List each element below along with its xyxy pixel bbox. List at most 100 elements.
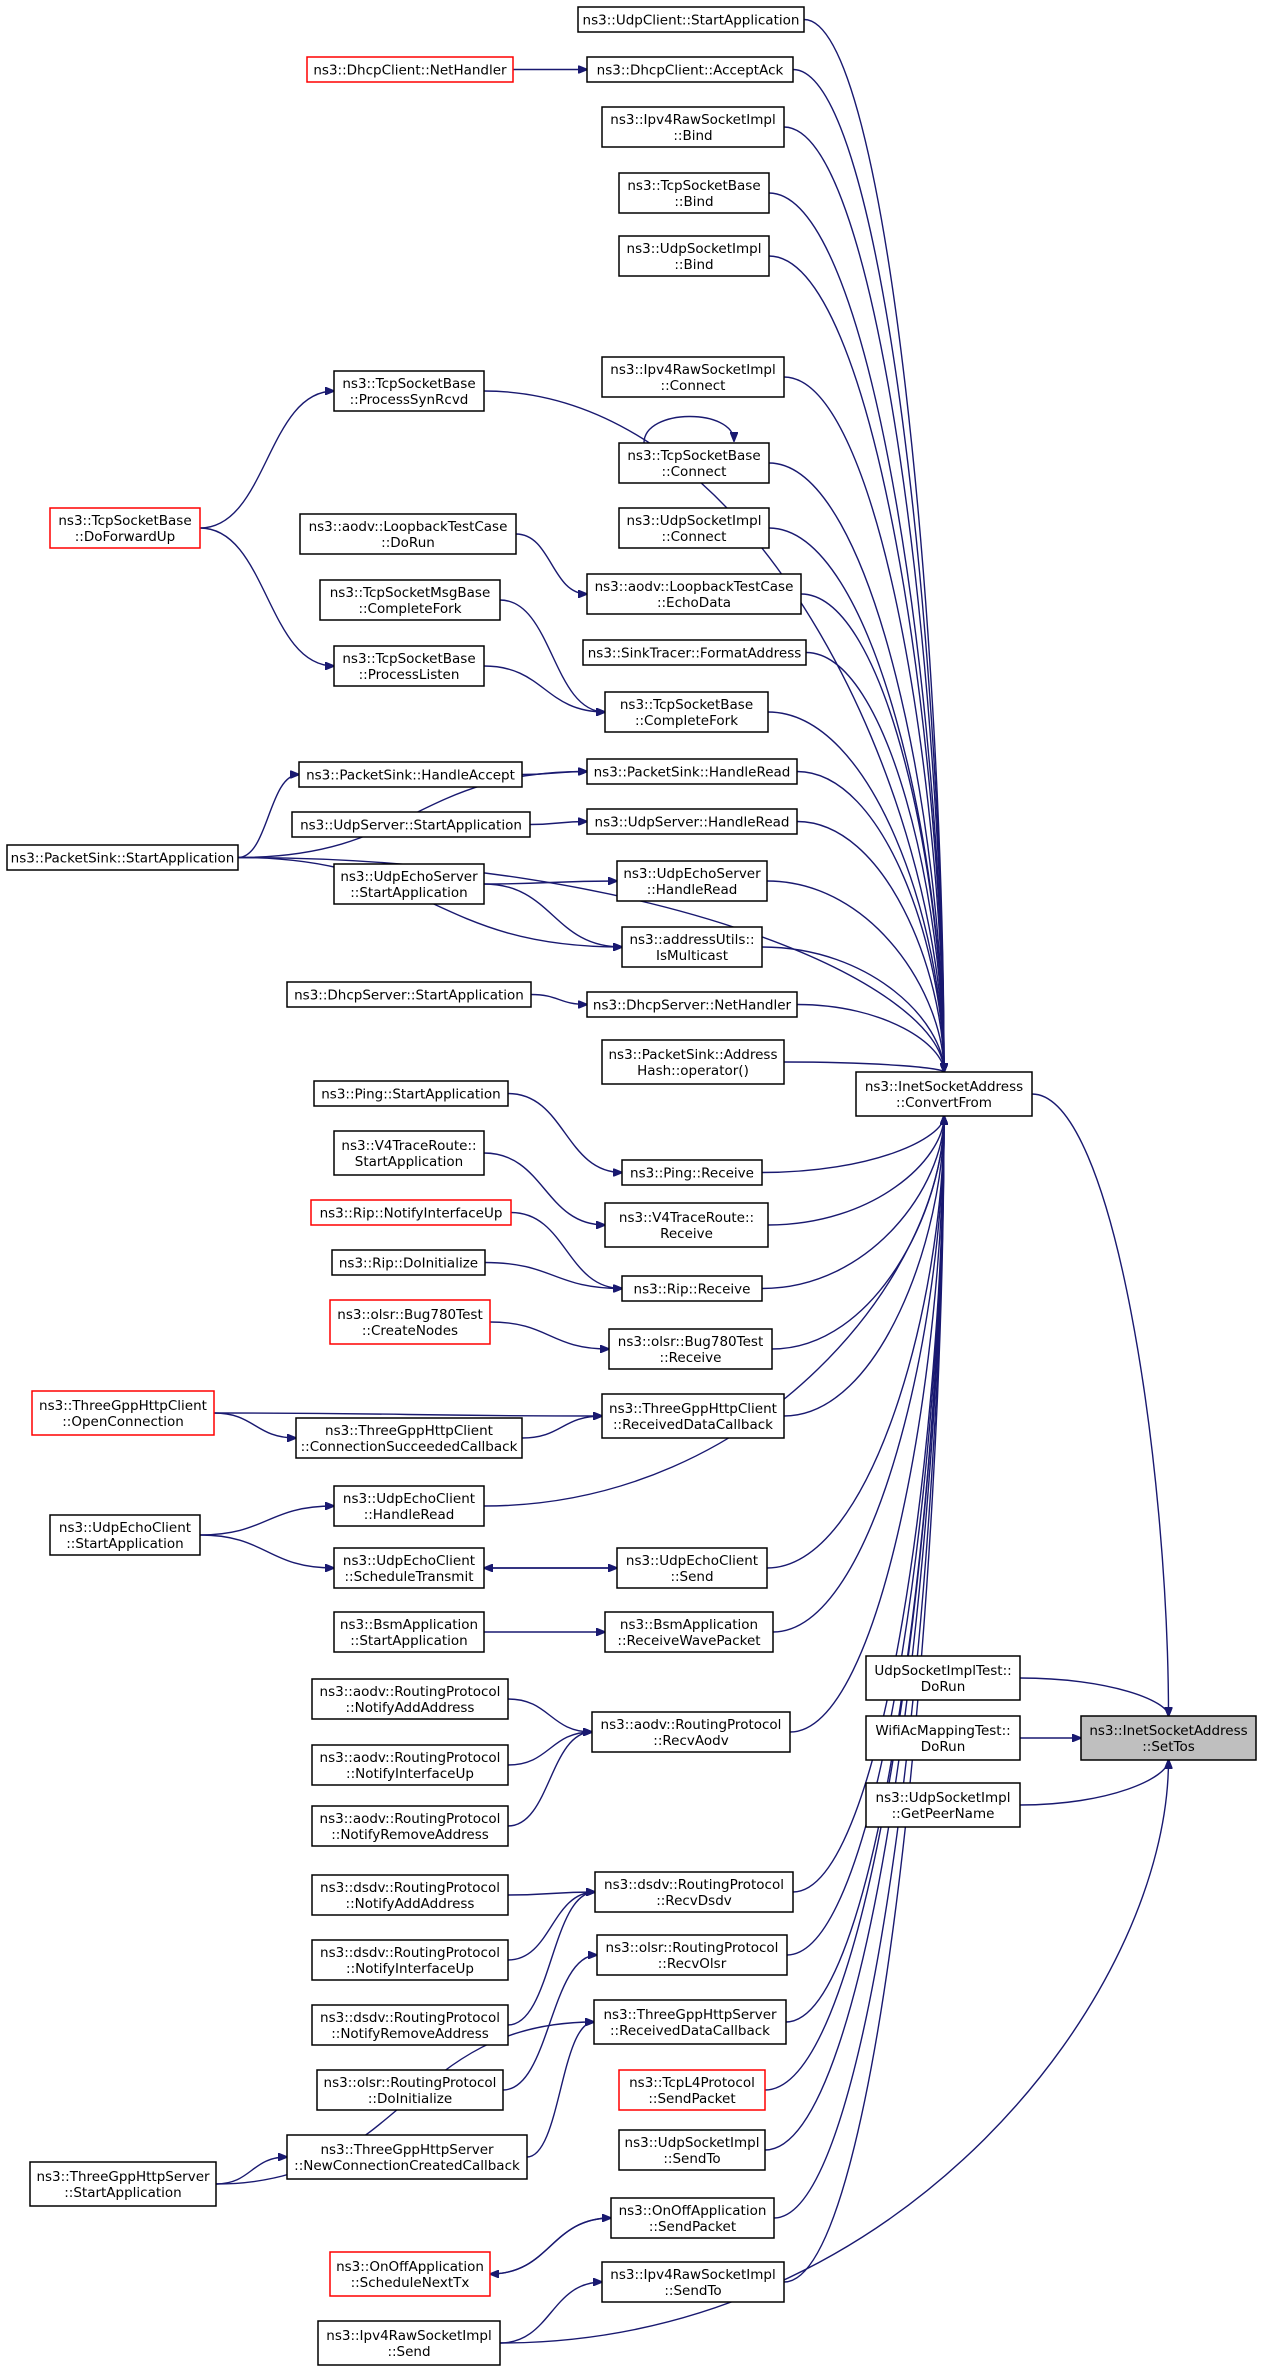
node-label-line: ns3::olsr::Bug780Test — [337, 1307, 482, 1323]
node-dhcp-server-start[interactable]: ns3::DhcpServer::StartApplication — [286, 981, 532, 1008]
node-packet-sink-handle-accept[interactable]: ns3::PacketSink::HandleAccept — [298, 761, 523, 788]
node-label-line: ::RecvOlsr — [658, 1956, 727, 1972]
node-rip-do-initialize[interactable]: ns3::Rip::DoInitialize — [331, 1249, 486, 1276]
node-aodv-notify-add[interactable]: ns3::aodv::RoutingProtocol::NotifyAddAdd… — [311, 1678, 509, 1720]
node-udp-echo-server-handle-read[interactable]: ns3::UdpEchoServer::HandleRead — [616, 860, 768, 902]
node-rip-notify-interface-up[interactable]: ns3::Rip::NotifyInterfaceUp — [310, 1199, 512, 1226]
edge-dsdv-notify-up-to-dsdv-recv — [507, 1892, 595, 1961]
node-box — [333, 645, 485, 687]
node-udp-server-handle-read[interactable]: ns3::UdpServer::HandleRead — [586, 808, 798, 835]
nodes-layer: ns3::InetSocketAddress::SetTos ns3::InetS… — [6, 6, 1257, 2366]
node-box — [604, 1202, 769, 1248]
node-label-line: ns3::ThreeGppHttpServer — [36, 2169, 210, 2185]
node-olsr-do-init[interactable]: ns3::olsr::RoutingProtocol::DoInitialize — [316, 2069, 504, 2111]
node-loopback-echo-data[interactable]: ns3::aodv::LoopbackTestCase::EchoData — [586, 573, 802, 615]
node-dhcp-client-accept-ack[interactable]: ns3::DhcpClient::AcceptAck — [586, 56, 794, 83]
node-bug780-create-nodes[interactable]: ns3::olsr::Bug780Test::CreateNodes — [329, 1299, 491, 1345]
node-tcp-msg-complete-fork[interactable]: ns3::TcpSocketMsgBase::CompleteFork — [319, 579, 501, 621]
node-udp-echo-client-send[interactable]: ns3::UdpEchoClient::Send — [616, 1547, 768, 1589]
node-bug780-receive[interactable]: ns3::olsr::Bug780Test::Receive — [608, 1328, 773, 1370]
node-udp-client-start[interactable]: ns3::UdpClient::StartApplication — [577, 6, 805, 33]
node-tcp-complete-fork[interactable]: ns3::TcpSocketBase::CompleteFork — [604, 691, 769, 733]
node-process-syn-rcvd[interactable]: ns3::TcpSocketBase::ProcessSynRcvd — [333, 370, 485, 412]
node-label-line: ns3::TcpSocketBase — [58, 513, 191, 529]
node-tcp-bind[interactable]: ns3::TcpSocketBase::Bind — [618, 172, 770, 214]
node-v4-trace-receive[interactable]: ns3::V4TraceRoute::Receive — [604, 1202, 769, 1248]
node-dsdv-notify-up[interactable]: ns3::dsdv::RoutingProtocol::NotifyInterf… — [311, 1939, 509, 1981]
node-udp-send-to[interactable]: ns3::UdpSocketImpl::SendTo — [618, 2129, 766, 2171]
node-label-line: ::GetPeerName — [892, 1806, 995, 1822]
node-ping-start[interactable]: ns3::Ping::StartApplication — [313, 1080, 509, 1107]
node-tcp-do-forward-up[interactable]: ns3::TcpSocketBase::DoForwardUp — [49, 507, 201, 549]
node-ipv4-raw-send-to[interactable]: ns3::Ipv4RawSocketImpl::SendTo — [601, 2261, 785, 2303]
edge-loopback-echo-data-to-convert-from — [800, 593, 944, 1072]
node-on-off-schedule-next-tx[interactable]: ns3::OnOffApplication::ScheduleNextTx — [329, 2251, 491, 2297]
node-dhcp-server-net-handler[interactable]: ns3::DhcpServer::NetHandler — [586, 991, 798, 1018]
node-box — [299, 513, 517, 555]
node-label-line: ns3::dsdv::RoutingProtocol — [320, 2010, 500, 2026]
node-ipv4-raw-bind[interactable]: ns3::Ipv4RawSocketImpl::Bind — [601, 106, 785, 148]
node-packet-sink-start[interactable]: ns3::PacketSink::StartApplication — [6, 844, 239, 871]
node-http-server-new-conn[interactable]: ns3::ThreeGppHttpServer::NewConnectionCr… — [286, 2134, 528, 2180]
node-loopback-do-run[interactable]: ns3::aodv::LoopbackTestCase::DoRun — [299, 513, 517, 555]
edge-http-client-received-data-to-convert-from — [783, 1116, 944, 1417]
node-ping-receive[interactable]: ns3::Ping::Receive — [621, 1159, 763, 1186]
node-box — [31, 1390, 215, 1436]
node-http-client-received-data[interactable]: ns3::ThreeGppHttpClient::ReceivedDataCal… — [601, 1393, 785, 1439]
node-label-line: ns3::TcpSocketBase — [342, 376, 475, 392]
node-label-line: ns3::UdpServer::StartApplication — [300, 818, 522, 834]
node-http-server-start[interactable]: ns3::ThreeGppHttpServer::StartApplicatio… — [29, 2161, 217, 2207]
node-udp-socket-impl-get-peer-name[interactable]: ns3::UdpSocketImpl::GetPeerName — [865, 1782, 1021, 1828]
node-tcp-l4-send-packet[interactable]: ns3::TcpL4Protocol::SendPacket — [618, 2069, 766, 2111]
node-udp-server-start[interactable]: ns3::UdpServer::StartApplication — [291, 811, 531, 838]
node-ipv4-raw-connect[interactable]: ns3::Ipv4RawSocketImpl::Connect — [601, 356, 785, 398]
node-label-line: ns3::Ipv4RawSocketImpl — [326, 2328, 491, 2344]
node-aodv-notify-remove[interactable]: ns3::aodv::RoutingProtocol::NotifyRemove… — [311, 1805, 509, 1847]
node-olsr-recv[interactable]: ns3::olsr::RoutingProtocol::RecvOlsr — [596, 1934, 788, 1976]
node-udp-echo-client-start[interactable]: ns3::UdpEchoClient::StartApplication — [49, 1514, 201, 1556]
node-dhcp-client-net-handler[interactable]: ns3::DhcpClient::NetHandler — [306, 56, 514, 83]
node-aodv-notify-up[interactable]: ns3::aodv::RoutingProtocol::NotifyInterf… — [311, 1744, 509, 1786]
node-aodv-recv[interactable]: ns3::aodv::RoutingProtocol::RecvAodv — [591, 1711, 791, 1753]
node-v4-trace-start[interactable]: ns3::V4TraceRoute::StartApplication — [333, 1130, 485, 1176]
node-box — [618, 172, 770, 214]
node-set-tos[interactable]: ns3::InetSocketAddress::SetTos — [1080, 1715, 1257, 1761]
node-udp-connect[interactable]: ns3::UdpSocketImpl::Connect — [618, 507, 770, 549]
node-bsm-start[interactable]: ns3::BsmApplication::StartApplication — [333, 1611, 485, 1653]
node-tcp-connect[interactable]: ns3::TcpSocketBase::Connect — [618, 442, 770, 484]
node-label-line: ::SendTo — [663, 2151, 720, 2167]
node-dsdv-notify-remove[interactable]: ns3::dsdv::RoutingProtocol::NotifyRemove… — [311, 2004, 509, 2046]
node-udp-echo-client-handle-read[interactable]: ns3::UdpEchoClient::HandleRead — [333, 1485, 485, 1527]
node-on-off-send-packet[interactable]: ns3::OnOffApplication::SendPacket — [610, 2197, 775, 2239]
node-udp-socket-impl-test-do-run[interactable]: UdpSocketImplTest::DoRun — [865, 1655, 1021, 1701]
node-http-client-open-connection[interactable]: ns3::ThreeGppHttpClient::OpenConnection — [31, 1390, 215, 1436]
node-convert-from[interactable]: ns3::InetSocketAddress::ConvertFrom — [855, 1071, 1033, 1117]
node-dsdv-recv[interactable]: ns3::dsdv::RoutingProtocol::RecvDsdv — [594, 1871, 794, 1913]
node-udp-echo-client-schedule[interactable]: ns3::UdpEchoClient::ScheduleTransmit — [333, 1547, 485, 1589]
node-http-server-received-data[interactable]: ns3::ThreeGppHttpServer::ReceivedDataCal… — [593, 1999, 787, 2045]
node-dsdv-notify-add[interactable]: ns3::dsdv::RoutingProtocol::NotifyAddAdd… — [311, 1874, 509, 1916]
node-label-line: ns3::aodv::LoopbackTestCase — [595, 579, 794, 595]
node-label-line: ns3::aodv::RoutingProtocol — [320, 1750, 501, 1766]
node-label-line: ::NotifyInterfaceUp — [346, 1961, 474, 1977]
node-box — [865, 1715, 1021, 1761]
node-ipv4-raw-send[interactable]: ns3::Ipv4RawSocketImpl::Send — [317, 2320, 501, 2366]
edge-rip-receive-to-convert-from — [761, 1116, 944, 1290]
node-udp-echo-server-start[interactable]: ns3::UdpEchoServer::StartApplication — [333, 863, 485, 905]
node-udp-bind[interactable]: ns3::UdpSocketImpl::Bind — [618, 235, 770, 277]
node-box — [333, 863, 485, 905]
node-wifi-ac-mapping-test-do-run[interactable]: WifiAcMappingTest::DoRun — [865, 1715, 1021, 1761]
node-label-line: ns3::TcpSocketBase — [627, 178, 760, 194]
node-bsm-receive-wave[interactable]: ns3::BsmApplication::ReceiveWavePacket — [604, 1611, 774, 1653]
edge-sink-format-address-to-convert-from — [805, 651, 944, 1073]
node-rip-receive[interactable]: ns3::Rip::Receive — [621, 1275, 763, 1302]
node-http-client-conn-succeeded[interactable]: ns3::ThreeGppHttpClient::ConnectionSucce… — [295, 1417, 523, 1459]
node-label-line: ::SendTo — [664, 2283, 721, 2299]
node-packet-sink-handle-read[interactable]: ns3::PacketSink::HandleRead — [586, 758, 798, 785]
node-process-listen[interactable]: ns3::TcpSocketBase::ProcessListen — [333, 645, 485, 687]
edge-udp-client-start-to-convert-from — [803, 18, 944, 1073]
node-label-line: ::Connect — [662, 529, 727, 545]
node-sink-format-address[interactable]: ns3::SinkTracer::FormatAddress — [582, 639, 807, 666]
node-address-utils-is-multicast[interactable]: ns3::addressUtils::IsMulticast — [621, 926, 763, 968]
